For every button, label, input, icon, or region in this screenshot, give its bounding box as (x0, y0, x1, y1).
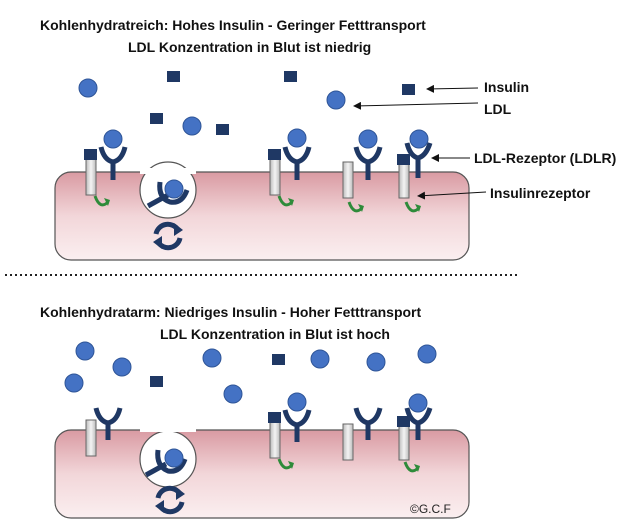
insulin-receptor (398, 159, 410, 199)
insulin-molecule (268, 412, 281, 423)
receptor-group (342, 407, 383, 461)
ldl-particle (103, 129, 123, 149)
insulin-molecule (268, 149, 281, 160)
insulin-molecule (284, 71, 297, 82)
receptor-group (268, 392, 312, 470)
ldl-receptor (93, 407, 123, 426)
insulin-molecule (150, 376, 163, 387)
ldl-particle (287, 392, 307, 412)
bottom-title-line2: LDL Konzentration in Blut ist hoch (160, 326, 390, 342)
copyright: ©G.C.F (410, 502, 451, 516)
insulin-receptor (398, 421, 410, 461)
receptor-group (397, 129, 433, 213)
internalized-receptor (146, 179, 190, 209)
ldl-particle (366, 352, 386, 372)
ldl-particle (164, 448, 184, 468)
ldl-particle (326, 90, 346, 110)
ldl-particle (75, 341, 95, 361)
receptor-group (397, 393, 433, 473)
receptor-group (342, 129, 383, 213)
insulin-receptor (269, 417, 281, 459)
ldl-particle (408, 393, 428, 413)
recycling-icon (153, 221, 183, 251)
insulin-molecule (216, 124, 229, 135)
insulin-molecule (402, 84, 415, 95)
ldl-particle (164, 179, 184, 199)
top-title-line1: Kohlenhydratreich: Hohes Insulin - Gerin… (40, 17, 426, 33)
ldl-particle (409, 129, 429, 149)
bottom-title-line1: Kohlenhydratarm: Niedriges Insulin - Hoh… (40, 304, 421, 320)
ldl-particle (417, 344, 437, 364)
ldl-receptor (282, 146, 312, 165)
ldl-particle (358, 129, 378, 149)
insulin-receptor (342, 161, 354, 199)
ldl-particle (78, 78, 98, 98)
ldl-particle (223, 384, 243, 404)
ldl-pointer (353, 101, 479, 110)
insulin-molecule (272, 354, 285, 365)
top-title-line2: LDL Konzentration in Blut ist niedrig (128, 39, 371, 55)
legend-insulin-receptor: Insulinrezeptor (490, 185, 591, 201)
insulin-receptor (269, 154, 281, 196)
ldl-receptor (353, 407, 383, 426)
ldl-particle (112, 357, 132, 377)
insulin-pointer (426, 84, 479, 93)
receptor-group (85, 407, 123, 457)
ldl-particle (310, 349, 330, 369)
ldl-receptor (353, 146, 383, 165)
receptor-group (84, 129, 128, 207)
ldl-particle (182, 116, 202, 136)
ldl-particle (202, 348, 222, 368)
legend-ldl: LDL (484, 101, 512, 117)
insulin-molecule (397, 154, 410, 165)
insulin-molecule (84, 149, 97, 160)
recycling-icon (155, 485, 185, 515)
receptor-group (268, 128, 312, 207)
insulin-receptor (342, 423, 354, 461)
ldl-particle (64, 373, 84, 393)
ldl-particle (287, 128, 307, 148)
insulin-molecule (167, 71, 180, 82)
insulin-receptor (85, 419, 97, 457)
insulin-molecule (397, 416, 410, 427)
internalized-receptor (144, 448, 188, 478)
legend-insulin: Insulin (484, 79, 529, 95)
insulin-receptor (85, 154, 97, 196)
ldl-receptor (282, 409, 312, 428)
insulin-receptor-pointer (417, 191, 487, 200)
legend-ldl-receptor: LDL-Rezeptor (LDLR) (474, 150, 616, 166)
insulin-molecule (150, 113, 163, 124)
ldl-receptor (98, 146, 128, 165)
